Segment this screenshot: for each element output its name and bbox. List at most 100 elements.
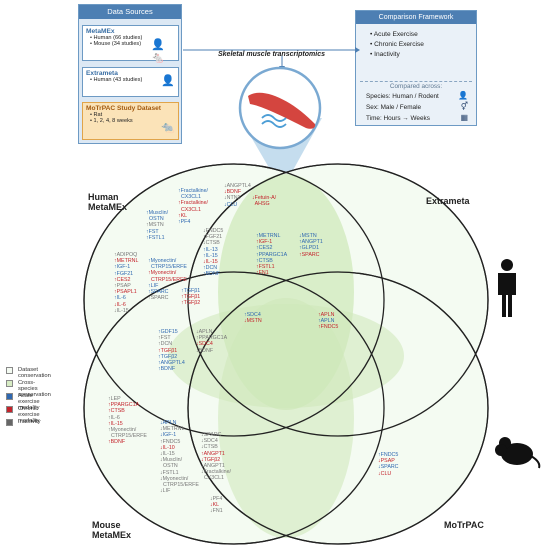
genes-hm-extrameta: ↑METRNL↑IGF-1↑CES2↑PPARGC1A↑CTSB↑FSTL1↑F… (256, 233, 287, 276)
gene-label: ↑GDF15 (158, 329, 178, 335)
gene-label: ↑IL-13 (203, 246, 218, 253)
genes-hm-myonectin: ↑Myonectin/ CTRP15/ERFE↑Myonectin/ CTRP1… (148, 258, 187, 301)
genes-mm-left: ↑LEP↑PPARGC1A↑CTSB↑IL-6↑IL-15↑Myonectin/… (108, 396, 147, 446)
legend-label: Chronic exercise modality (18, 406, 40, 424)
gene-label: ↑KL (178, 212, 188, 219)
gene-label: ↑TGFβ1 (181, 288, 201, 294)
sex-row: Sex: Male / Female (366, 104, 422, 111)
gene-label: ↑TGFβ2 (181, 300, 201, 307)
gene-label: ↑FGF21 (114, 270, 134, 277)
gene-label: ↓APLN (160, 420, 177, 426)
gene-label: ↑IGF-1 (256, 239, 273, 246)
legend-swatch (6, 367, 13, 374)
data-sources-panel: Data Sources MetaMEx Human (66 studies) … (78, 4, 182, 144)
extrameta-card: Extrameta Human (43 studies) 👤 (82, 67, 179, 97)
comparison-item-chronic: Chronic Exercise (370, 41, 424, 48)
gene-label: ↓FSTL1 (160, 469, 179, 476)
gene-label: ↑SPARC (148, 295, 169, 302)
gene-label: ↑METRNL (114, 258, 139, 265)
motrpac-line-1: Rat (90, 112, 175, 118)
legend-label: Inactivity (18, 419, 41, 425)
gene-label: ↑PF4 (178, 219, 191, 226)
genes-hm-fndc5: ↓FNDC5↑FGF21↓CTSB↑IL-13↑IL-15↓IL-15↑DCN↑… (203, 228, 223, 278)
genes-hm-ex-mm: ↑SDC4↓MSTN (244, 312, 262, 324)
gene-label: ↑DCN (203, 265, 218, 272)
gene-label: ↓SDC4 (201, 438, 218, 445)
gene-label: ↓CTSB (201, 444, 218, 451)
gene-label: ↑TGFβ2 (158, 353, 178, 360)
muscle-icon (248, 92, 316, 129)
legend-label: Cross-species conservation (18, 380, 51, 398)
gene-label: ↑FNDC5 (318, 324, 339, 331)
genes-extrameta-only: ↓MSTN↑ANGPT1↑GLPD1↑SPARC (299, 233, 323, 258)
gene-label: ↑PPARGC1A (108, 402, 140, 409)
genes-motrpac-only: ↑FNDC5↓PSAP↓SPARC↓CLU (378, 452, 399, 477)
comparison-framework-title: Comparison Framework (356, 11, 476, 24)
legend-swatch (6, 393, 13, 400)
genes-mm-mid: ↓APLN↓METRNL↓IGF-1↑FNDC5↓IL-10↓IL-15↓Mus… (160, 420, 199, 494)
species-row: Species: Human / Rodent (366, 93, 439, 100)
legend-label: Dataset conservation (18, 367, 51, 379)
gene-label: ↓IL-15 (203, 259, 218, 266)
gene-label: ↑IL-15 (108, 420, 123, 427)
gene-label: ↓SPARC (378, 464, 399, 471)
gene-label: ↓NTN1 (224, 195, 241, 202)
gene-label: ↓Musclin/ OSTN (160, 457, 183, 470)
gene-label: ↑Fractalkine/ CX3CL1 (178, 188, 209, 201)
metamex-title: MetaMEx (86, 28, 115, 35)
compared-across-label: Compared across: (360, 81, 472, 90)
gene-label: ↓CLU (224, 201, 238, 208)
calendar-icon: ▦ (460, 113, 468, 122)
overlap-extrameta-motrpac (218, 298, 354, 538)
gene-label: ↑BDNF (158, 366, 176, 373)
genes-hm-tgfb: ↑TGFβ1↑TGFβ1↑TGFβ2 (181, 288, 200, 307)
gene-label: ↑SDC4 (244, 312, 261, 318)
motrpac-title: MoTrPAC Study Dataset (86, 105, 161, 112)
gene-label: ↑APLN (318, 318, 335, 325)
gene-label: ↓IL-10 (160, 444, 175, 451)
legend-swatch (6, 419, 13, 426)
gene-label: ↓IGF-1 (160, 432, 177, 439)
gene-label: ↓SPARC (201, 432, 222, 438)
metamex-line-2: Mouse (34 studies) (90, 41, 175, 47)
gene-label: ↓BDNF (224, 189, 242, 196)
arrow-head-right (355, 47, 360, 53)
gene-label: ↑PSAP (114, 283, 131, 290)
extrameta-title: Extrameta (86, 70, 118, 77)
gene-label: ↑Myonectin/ CTRP15/ERFE (148, 270, 187, 283)
gene-label: ↑Fractalkine/ CX3CL1 (178, 200, 209, 213)
gene-label: ↑ANGPT1 (299, 239, 323, 246)
genes-hm-fractalkine: ↑Fractalkine/ CX3CL1↑Fractalkine/ CX3CL1… (178, 188, 208, 225)
gene-label: ↓FN1 (210, 508, 223, 515)
metamex-card: MetaMEx Human (66 studies) Mouse (34 stu… (82, 25, 179, 64)
gene-label: ↑Myonectin/ CTRP15/ERFE (148, 258, 187, 271)
gene-label: ↑IL-15 (203, 252, 218, 259)
gene-label: ↓LIF (160, 488, 171, 495)
gene-label: ↑PPARGC1A (196, 335, 228, 342)
gene-label: ↑SPARC (299, 251, 320, 258)
gene-label: ↑APLN (318, 312, 335, 318)
genes-hm-mm-mid: ↓APLN↑PPARGC1A↓SDC4↓BDNF (196, 329, 227, 354)
motrpac-line-2: 1, 2, 4, 8 weeks (90, 118, 175, 124)
gene-label: ↑PSAPL1 (114, 289, 137, 296)
gene-label: ↓ANGPTL4 (224, 183, 251, 189)
gene-label: ↓Fractalkine/ CX3CL1 (201, 469, 232, 482)
label-extrameta: Extrameta (426, 196, 470, 206)
gene-label: ↑TGFβ1 (181, 294, 201, 301)
gene-label: ↑FN1 (256, 270, 269, 277)
genes-hm-mm-overlap: ↑GDF15↑FST↑DCN↑TGFβ1↑TGFβ2↑ANGPTL4↑BDNF (158, 329, 185, 372)
gene-label: ↑ANGPTL4 (158, 360, 185, 367)
person-icon: 👤 (458, 91, 468, 100)
gene-label: ↑ANGPT1 (201, 450, 225, 457)
gene-label: ↓MSTN (299, 233, 317, 239)
gene-label: ↑BDNF (108, 439, 126, 446)
gene-label: ↑DCN (158, 341, 173, 348)
metamex-line-1: Human (66 studies) (90, 35, 175, 41)
rat-icon: 🐀 (161, 122, 175, 134)
gene-label: ↑METRNL (256, 233, 281, 239)
mouse-silhouette-icon (495, 437, 541, 469)
gene-label: ↑LIF (148, 282, 159, 289)
gene-label: ↑ADIPOQ (114, 252, 138, 258)
gene-label: ↑CTSB (256, 257, 273, 264)
